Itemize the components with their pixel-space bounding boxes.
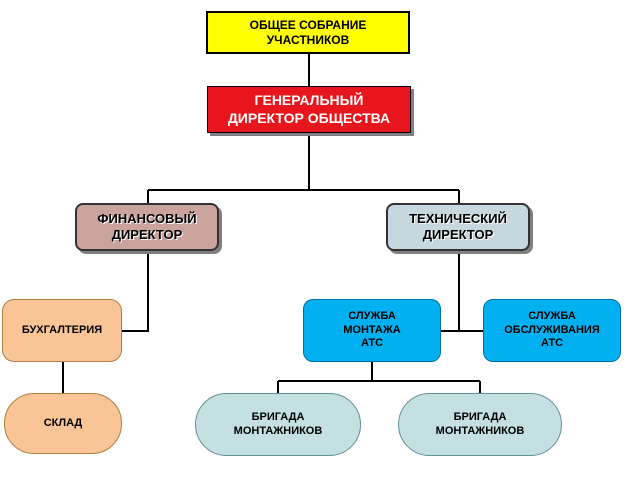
node-general-assembly: ОБЩЕЕ СОБРАНИЕ УЧАСТНИКОВ — [206, 11, 410, 54]
node-financial-director: ФИНАНСОВЫЙ ДИРЕКТОР — [75, 203, 219, 251]
node-installer-brigade-1: БРИГАДА МОНТАЖНИКОВ — [195, 393, 361, 456]
node-label: СЛУЖБА — [528, 309, 576, 322]
node-label: УЧАСТНИКОВ — [266, 32, 350, 47]
node-label: ДИРЕКТОР — [111, 227, 183, 242]
connector-fin-accounting — [122, 251, 149, 332]
node-label: МОНТАЖА — [343, 323, 401, 336]
node-label: ОБЩЕЕ СОБРАНИЕ — [249, 17, 367, 32]
node-label: МОНТАЖНИКОВ — [435, 424, 525, 437]
node-label: ДИРЕКТОР — [422, 227, 494, 242]
node-label: БРИГАДА — [453, 410, 507, 423]
node-label: ДИРЕКТОР ОБЩЕСТВА — [227, 109, 391, 126]
node-label: СЛУЖБА — [348, 309, 396, 322]
node-label: МОНТАЖНИКОВ — [233, 424, 323, 437]
node-label: ОБСЛУЖИВАНИЯ — [504, 323, 600, 336]
node-maintenance-service: СЛУЖБА ОБСЛУЖИВАНИЯ АТС — [483, 299, 621, 362]
node-label: БРИГАДА — [251, 410, 305, 423]
node-label: СКЛАД — [43, 416, 83, 429]
node-label: БУХГАЛТЕРИЯ — [21, 323, 103, 336]
node-warehouse: СКЛАД — [4, 393, 122, 454]
node-installer-brigade-2: БРИГАДА МОНТАЖНИКОВ — [398, 393, 562, 456]
node-label: АТС — [540, 337, 564, 350]
node-general-director: ГЕНЕРАЛЬНЫЙ ДИРЕКТОР ОБЩЕСТВА — [207, 86, 411, 133]
node-label: ТЕХНИЧЕСКИЙ — [409, 210, 507, 226]
node-installation-service: СЛУЖБА МОНТАЖА АТС — [303, 299, 441, 362]
node-label: ФИНАНСОВЫЙ — [97, 210, 197, 226]
node-label: ГЕНЕРАЛЬНЫЙ — [254, 92, 364, 108]
node-label: АТС — [360, 337, 384, 350]
node-accounting: БУХГАЛТЕРИЯ — [2, 299, 122, 362]
node-technical-director: ТЕХНИЧЕСКИЙ ДИРЕКТОР — [386, 203, 530, 251]
